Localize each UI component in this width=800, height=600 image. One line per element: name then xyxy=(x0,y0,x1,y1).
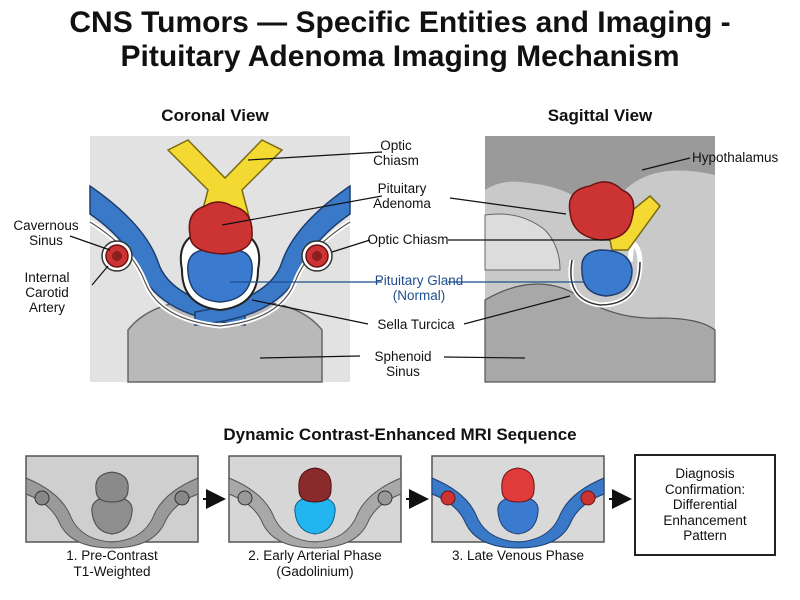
leader-lines xyxy=(69,151,691,359)
label-internal-carotid-artery: Internal Carotid Artery xyxy=(24,270,70,315)
pituitary-adenoma-sagittal xyxy=(568,181,635,241)
title-line-2: Pituitary Adenoma Imaging Mechanism xyxy=(120,40,680,73)
optic-chiasm-sagittal xyxy=(607,194,661,251)
label-pituitary-gland: Pituitary Gland (Normal) xyxy=(374,273,464,303)
label-optic-chiasm: Optic Chiasm xyxy=(373,138,419,168)
hypothalamus-region xyxy=(485,136,715,204)
coronal-diagram xyxy=(88,136,352,383)
sagittal-view-heading: Sagittal View xyxy=(547,106,653,125)
label-optic-chiasm-shared: Optic Chiasm xyxy=(367,232,449,247)
label-hypothalamus: Hypothalamus xyxy=(692,150,779,165)
title-line-1: CNS Tumors — Specific Entities and Imagi… xyxy=(69,6,731,39)
label-sella-turcica: Sella Turcica xyxy=(377,317,455,332)
sequence-panel-2 xyxy=(228,455,402,549)
carotid-right xyxy=(301,240,333,272)
coronal-view-heading: Coronal View xyxy=(161,106,269,125)
pituitary-gland-coronal xyxy=(187,249,253,303)
sequence-panel-3 xyxy=(431,455,605,549)
pituitary-adenoma-coronal xyxy=(188,201,253,255)
label-cavernous-sinus: Cavernous Sinus xyxy=(13,218,79,248)
label-sphenoid-sinus: Sphenoid Sinus xyxy=(374,349,432,379)
label-pituitary-adenoma: Pituitary Adenoma xyxy=(373,181,431,211)
sphenoid-sinus-sagittal xyxy=(484,283,716,383)
pituitary-gland-sagittal xyxy=(581,249,633,297)
sequence-panel-1 xyxy=(25,455,199,549)
page-title: CNS Tumors — Specific Entities and Imagi… xyxy=(0,6,800,74)
sequence-heading: Dynamic Contrast-Enhanced MRI Sequence xyxy=(223,425,577,444)
diagnosis-confirmation-box: Diagnosis Confirmation: Differential Enh… xyxy=(634,454,776,556)
carotid-left xyxy=(101,240,133,272)
sagittal-diagram xyxy=(484,136,716,383)
step-1-caption: 1. Pre-Contrast T1-Weighted xyxy=(66,548,158,579)
step-3-caption: 3. Late Venous Phase xyxy=(451,548,585,563)
step-2-caption: 2. Early Arterial Phase (Gadolinium) xyxy=(248,548,382,579)
